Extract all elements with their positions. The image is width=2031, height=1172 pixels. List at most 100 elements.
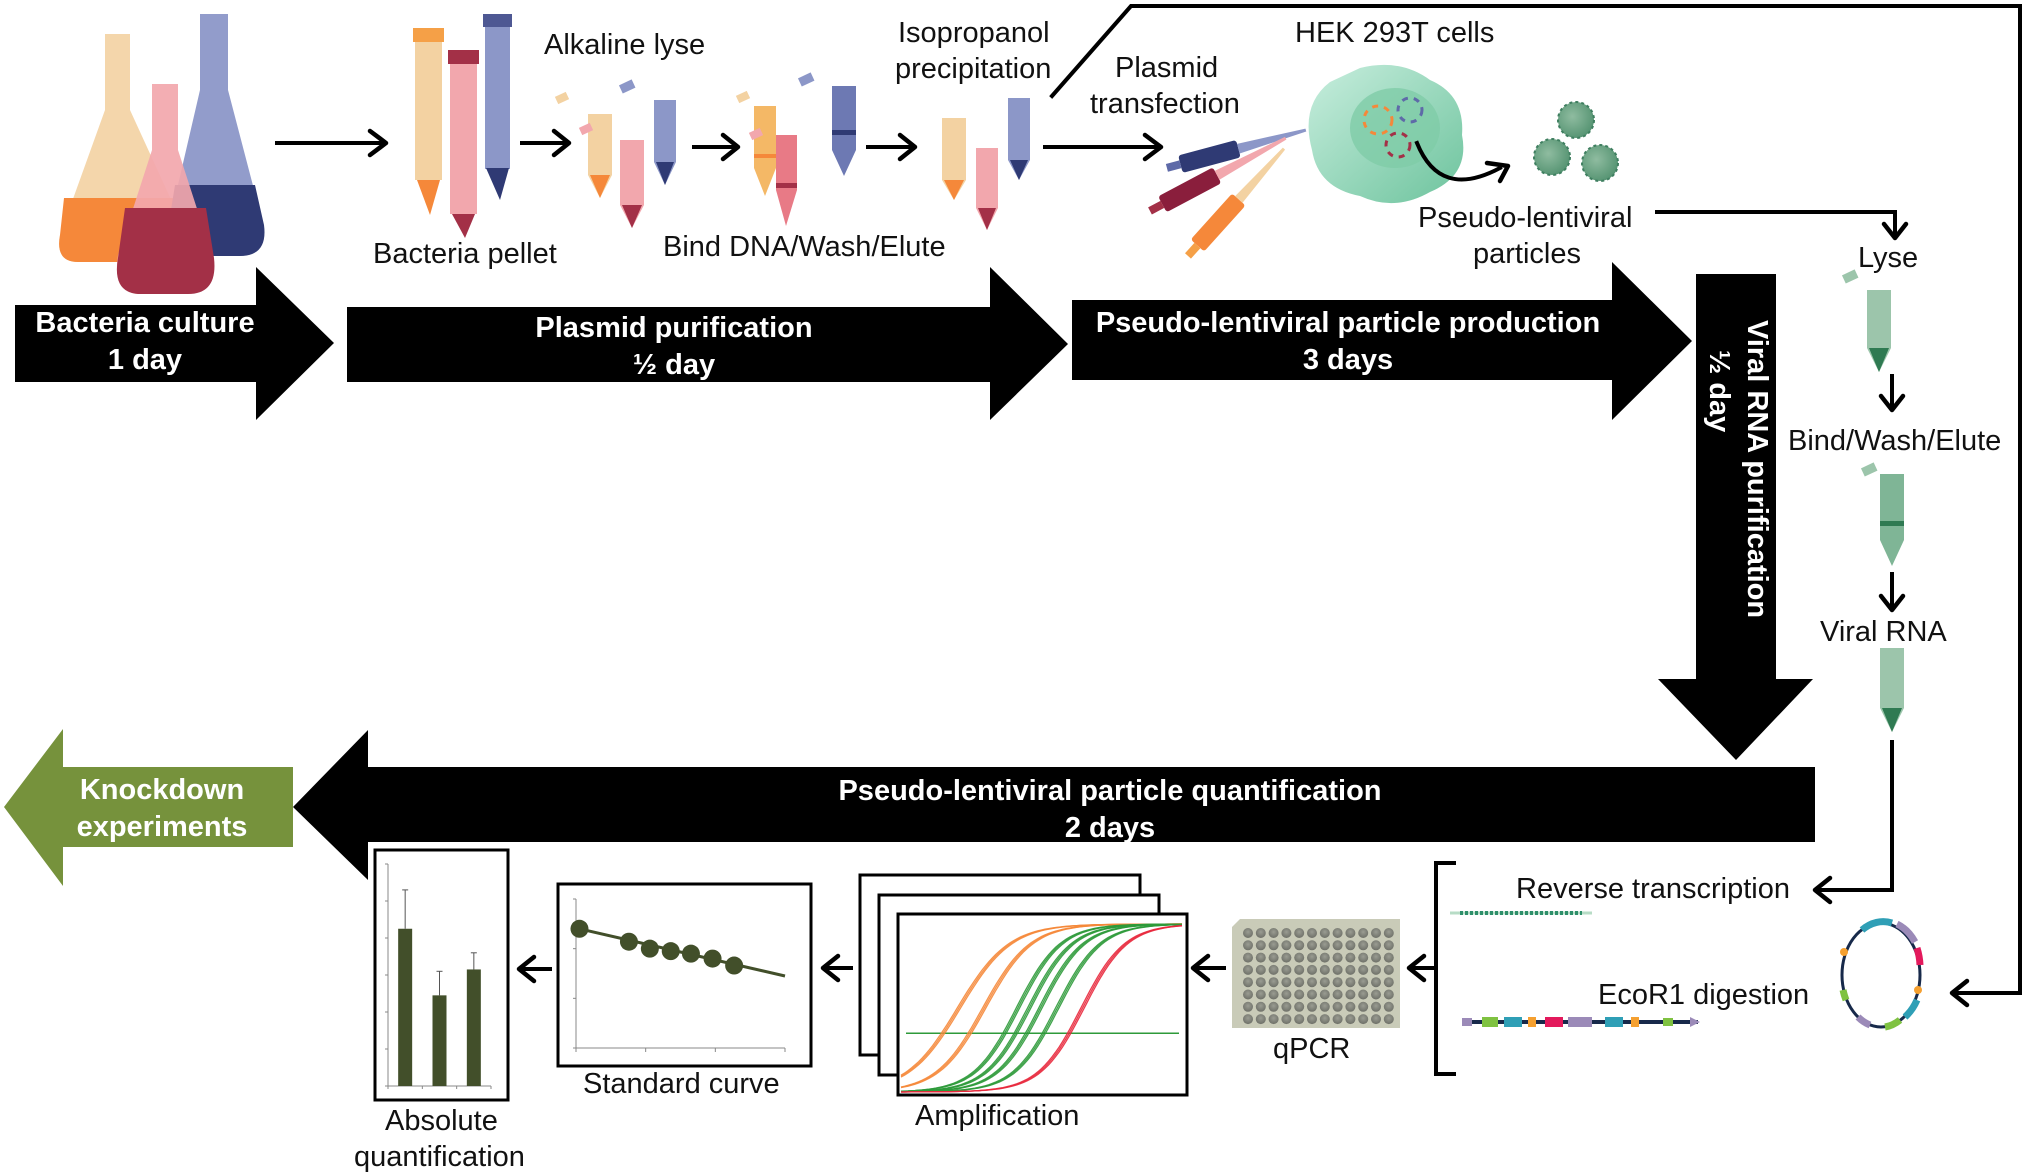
- plate-well: [1345, 1001, 1356, 1012]
- plate-well: [1243, 952, 1253, 963]
- plate-well: [1281, 952, 1292, 963]
- absolute-quantification-label-line2: quantification: [354, 1141, 525, 1172]
- plate-well: [1268, 928, 1279, 938]
- plate-well: [1243, 977, 1253, 988]
- plate-well: [1383, 1001, 1394, 1012]
- plate-well: [1332, 1001, 1343, 1012]
- microtube-bind-green: [1860, 462, 1904, 566]
- particles-label-line2: particles: [1473, 238, 1581, 270]
- plate-well: [1358, 1014, 1369, 1025]
- plate-well: [1358, 952, 1369, 963]
- bacteria-pellet-label: Bacteria pellet: [373, 238, 557, 270]
- stage-title: Pseudo-lentiviral particle production: [1096, 307, 1600, 339]
- ecor1-digestion-label: EcoR1 digestion: [1598, 979, 1809, 1011]
- plate-well: [1294, 989, 1305, 1000]
- stage-arrow-viral-rna-purification: Viral RNA purification ½ day: [1658, 274, 1813, 760]
- virus-particles-illustration: [1533, 101, 1619, 182]
- microtubes-lyse-illustration: [554, 79, 676, 228]
- plate-well: [1371, 1001, 1381, 1012]
- plate-well: [1332, 964, 1343, 975]
- bar: [432, 995, 447, 1086]
- plate-well: [1371, 977, 1381, 988]
- plate-well: [1294, 928, 1305, 938]
- plate-well: [1255, 940, 1266, 951]
- plate-well: [1268, 952, 1279, 963]
- plate-well: [1281, 977, 1292, 988]
- plate-well: [1319, 964, 1330, 975]
- plate-well: [1358, 1001, 1369, 1012]
- plate-well: [1307, 977, 1317, 988]
- plate-well: [1345, 1014, 1356, 1025]
- stage-title: Plasmid purification: [535, 312, 812, 344]
- plate-well: [1332, 989, 1343, 1000]
- microtubes-precipitation-illustration: [942, 98, 1030, 230]
- amplification-chart: [900, 923, 1183, 1093]
- circular-plasmid-icon: [1839, 918, 1924, 1031]
- plate-well: [1319, 928, 1330, 938]
- stage-title: Viral RNA purification: [1741, 320, 1773, 618]
- data-point: [681, 944, 700, 963]
- plate-well: [1319, 989, 1330, 1000]
- plate-well: [1281, 928, 1292, 938]
- stage-arrow-particle-quantification: Pseudo-lentiviral particle quantificatio…: [293, 730, 1815, 880]
- plate-well: [1371, 989, 1381, 1000]
- bind-wash-elute-label: Bind/Wash/Elute: [1788, 425, 2001, 457]
- plate-well: [1307, 989, 1317, 1000]
- plate-well: [1268, 1001, 1279, 1012]
- plate-well: [1255, 1001, 1266, 1012]
- final-arrow-knockdown-experiments: Knockdown experiments: [4, 729, 293, 886]
- stage-duration: ½ day: [1703, 350, 1735, 432]
- qpcr-label: qPCR: [1273, 1033, 1350, 1065]
- standard-curve-frame: [556, 882, 813, 1068]
- stage-arrow-plasmid-purification: Plasmid purification ½ day: [347, 267, 1068, 420]
- plate-well: [1243, 1014, 1253, 1025]
- plate-well: [1281, 1001, 1292, 1012]
- plate-well: [1358, 964, 1369, 975]
- plate-well: [1332, 952, 1343, 963]
- data-point: [619, 932, 638, 951]
- amplification-curve: [901, 925, 1183, 1093]
- hek-cells-label: HEK 293T cells: [1295, 17, 1494, 49]
- plate-well: [1345, 977, 1356, 988]
- plate-well: [1255, 964, 1266, 975]
- plate-well: [1345, 928, 1356, 938]
- plate-well: [1255, 989, 1266, 1000]
- data-point: [640, 939, 659, 958]
- plate-well: [1255, 928, 1266, 938]
- centrifuge-tubes-illustration: [413, 14, 512, 238]
- plate-well: [1358, 940, 1369, 951]
- absolute-quantification-chart: [385, 863, 492, 1089]
- plate-well: [1383, 1014, 1394, 1025]
- pipettes-illustration: [1148, 128, 1307, 259]
- plate-well: [1371, 952, 1381, 963]
- isopropanol-label-line1: Isopropanol: [898, 17, 1050, 49]
- stage-duration: 1 day: [108, 344, 182, 376]
- data-point: [725, 956, 744, 975]
- qpcr-plate-icon: [1232, 919, 1400, 1028]
- plate-well: [1307, 952, 1317, 963]
- plate-well: [1345, 940, 1356, 951]
- data-point: [570, 919, 589, 938]
- bar: [398, 928, 413, 1086]
- stage-arrow-bacteria-culture: Bacteria culture 1 day: [15, 267, 334, 420]
- plate-well: [1294, 1014, 1305, 1025]
- isopropanol-label-line2: precipitation: [895, 53, 1051, 85]
- microtube-lyse-green: [1841, 269, 1891, 372]
- plate-well: [1371, 964, 1381, 975]
- plate-well: [1358, 977, 1369, 988]
- plate-well: [1243, 964, 1253, 975]
- plate-well: [1371, 940, 1381, 951]
- plate-well: [1243, 1001, 1253, 1012]
- plasmid-transfection-label-line1: Plasmid: [1115, 52, 1218, 84]
- plate-well: [1255, 952, 1266, 963]
- plate-well: [1294, 952, 1305, 963]
- absolute-quantification-label-line1: Absolute: [385, 1105, 498, 1137]
- plate-well: [1307, 928, 1317, 938]
- flasks-illustration: [59, 14, 265, 294]
- amplification-label: Amplification: [915, 1100, 1079, 1132]
- plate-well: [1268, 977, 1279, 988]
- bar: [466, 969, 481, 1086]
- plate-well: [1268, 964, 1279, 975]
- plate-well: [1319, 1014, 1330, 1025]
